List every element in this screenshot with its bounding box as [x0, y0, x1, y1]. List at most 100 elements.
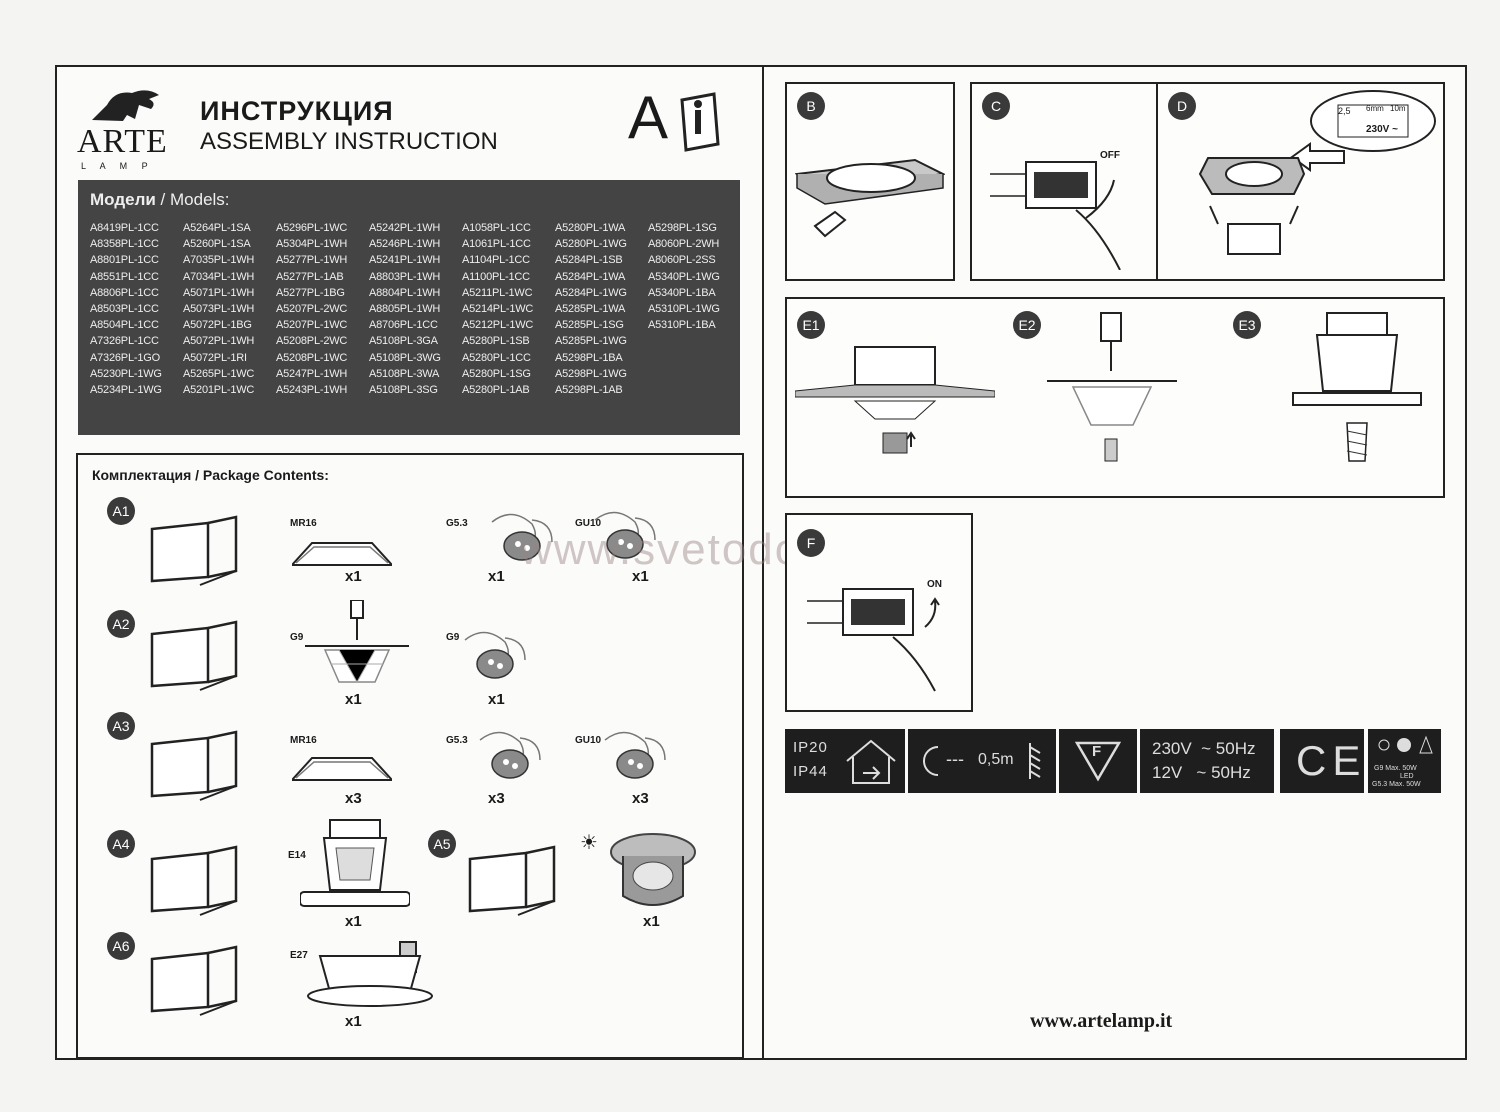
- package-a2-item2-label: G9: [446, 632, 460, 643]
- book-i-icon: [678, 92, 722, 157]
- package-title: Комплектация / Package Contents:: [92, 467, 329, 483]
- symbol-ip-rating: IP20 IP44: [785, 729, 905, 793]
- distance-value: 0,5m: [978, 751, 1014, 768]
- fixture-insert-icon: [1198, 157, 1306, 255]
- package-a4-item1-qty: x1: [345, 913, 362, 930]
- step-f-badge: F: [797, 529, 825, 557]
- voltage-line-2: 12V ~ 50Hz: [1152, 763, 1251, 782]
- led-lamp-icon: [610, 833, 696, 906]
- step-e-panel: E1 E2 E3: [785, 297, 1445, 498]
- step-c-off-label: OFF: [1100, 150, 1120, 161]
- crystal-lamp-g9-icon: [305, 600, 409, 684]
- model-code: A5207PL-2WC: [276, 302, 348, 315]
- distance-dashes: ---: [946, 749, 964, 769]
- mains-voltage-label: 230V ~: [1366, 124, 1398, 135]
- model-code: A7326PL-1CC: [90, 335, 159, 348]
- model-code: A5280PL-1SB: [462, 335, 530, 348]
- step-e1-badge: E1: [797, 311, 825, 339]
- switch-off-icon: [990, 161, 1121, 270]
- sun-icon: ☀: [580, 832, 598, 854]
- model-code: A5208PL-2WC: [276, 335, 348, 348]
- model-code: A5073PL-1WH: [183, 302, 255, 315]
- model-code: A5340PL-1BA: [648, 286, 716, 299]
- model-code: [648, 384, 741, 396]
- model-code: A5234PL-1WG: [90, 383, 162, 396]
- page-divider: [762, 65, 764, 1058]
- package-a1-item1-label: MR16: [290, 518, 317, 529]
- ce-mark: CE: [1296, 737, 1367, 784]
- socket-gu10-icon: [604, 731, 666, 779]
- step-e3-badge: E3: [1233, 311, 1261, 339]
- model-code: [648, 335, 741, 347]
- package-title-ru: Комплектация: [92, 467, 192, 483]
- package-row-a3-badge: A3: [107, 712, 135, 740]
- package-a6-item1-qty: x1: [345, 1013, 362, 1030]
- model-code: A5265PL-1WC: [183, 367, 255, 380]
- f-mark-letter: F: [1092, 743, 1102, 760]
- model-code: A5310PL-1BA: [648, 319, 716, 332]
- model-code: A8551PL-1CC: [90, 270, 159, 283]
- package-a3-item1-label: MR16: [290, 735, 317, 746]
- package-contents-panel: Комплектация / Package Contents:: [76, 453, 744, 1059]
- box-icon: [150, 515, 238, 587]
- model-code: A8804PL-1WH: [369, 286, 441, 299]
- model-code: A5207PL-1WC: [276, 319, 348, 332]
- model-code: A8504PL-1CC: [90, 319, 159, 332]
- model-code: A5241PL-1WH: [369, 254, 441, 267]
- cable-length-label: 10m: [1390, 104, 1406, 113]
- symbol-f-mark: F: [1059, 729, 1137, 793]
- model-code: A5246PL-1WH: [369, 238, 441, 251]
- model-code: A5280PL-1WA: [555, 222, 626, 234]
- package-a2-item2-qty: x1: [488, 691, 505, 708]
- box-icon: [150, 730, 238, 802]
- model-code: A5285PL-1WA: [555, 302, 626, 315]
- lamp-spec-3: G5.3 Max. 50W: [1372, 781, 1421, 788]
- package-a1-item2-label: G5.3: [446, 518, 468, 529]
- footer-url[interactable]: www.artelamp.it: [1030, 1010, 1173, 1032]
- model-code: A5212PL-1WC: [462, 319, 534, 332]
- model-code: A7035PL-1WH: [183, 254, 255, 267]
- model-code: A5280PL-1WG: [555, 238, 627, 251]
- model-code: A5072PL-1RI: [183, 351, 247, 364]
- model-code: A5298PL-1WG: [555, 367, 627, 380]
- model-code: A5108PL-3WA: [369, 367, 440, 380]
- title-en: ASSEMBLY INSTRUCTION: [200, 128, 498, 155]
- package-a3-item1-qty: x3: [345, 790, 362, 807]
- box-icon: [150, 945, 238, 1017]
- frame-mr16-icon: [292, 757, 392, 781]
- package-a3-item2-qty: x3: [488, 790, 505, 807]
- model-code: A5108PL-3GA: [369, 335, 438, 348]
- package-title-en: / Package Contents:: [191, 467, 329, 483]
- wire-strip-label: 2,5: [1338, 106, 1351, 116]
- ip-rating-1: IP20: [793, 739, 828, 756]
- model-code: A5280PL-1SG: [462, 367, 531, 380]
- model-code: A5108PL-3WG: [369, 351, 441, 364]
- package-a5-item1-qty: x1: [643, 913, 660, 930]
- step-c-panel: C OFF: [970, 82, 1167, 281]
- package-a3-item2-label: G5.3: [446, 735, 468, 746]
- box-icon: [150, 845, 238, 917]
- model-code: A5242PL-1WH: [369, 222, 441, 234]
- model-code: A8358PL-1CC: [90, 238, 159, 251]
- step-f-on-label: ON: [927, 579, 942, 590]
- model-code: A5285PL-1SG: [555, 319, 624, 332]
- step-d-badge: D: [1168, 92, 1196, 120]
- model-code: A8803PL-1WH: [369, 270, 441, 283]
- package-a3-item3-qty: x3: [632, 790, 649, 807]
- griffin-icon: [92, 90, 159, 121]
- ip-rating-2: IP44: [793, 763, 828, 780]
- badge-a-letter: A: [628, 84, 669, 151]
- wire-length-label: 6mm: [1366, 104, 1384, 113]
- bulb-icons: [1378, 735, 1433, 754]
- model-code: A5072PL-1WH: [183, 335, 255, 348]
- ceiling-cut-saw-icon: [795, 158, 945, 238]
- model-code: A5230PL-1WG: [90, 367, 162, 380]
- g9-bulb-install-icon: [1047, 312, 1177, 462]
- package-a1-item3-label: GU10: [575, 518, 602, 529]
- voltage-line-1: 230V ~ 50Hz: [1152, 739, 1256, 758]
- package-a2-item1-label: G9: [290, 632, 304, 643]
- socket-g53-icon: [479, 731, 541, 779]
- model-code: A5208PL-1WC: [276, 351, 348, 364]
- model-code: A5277PL-1BG: [276, 286, 345, 299]
